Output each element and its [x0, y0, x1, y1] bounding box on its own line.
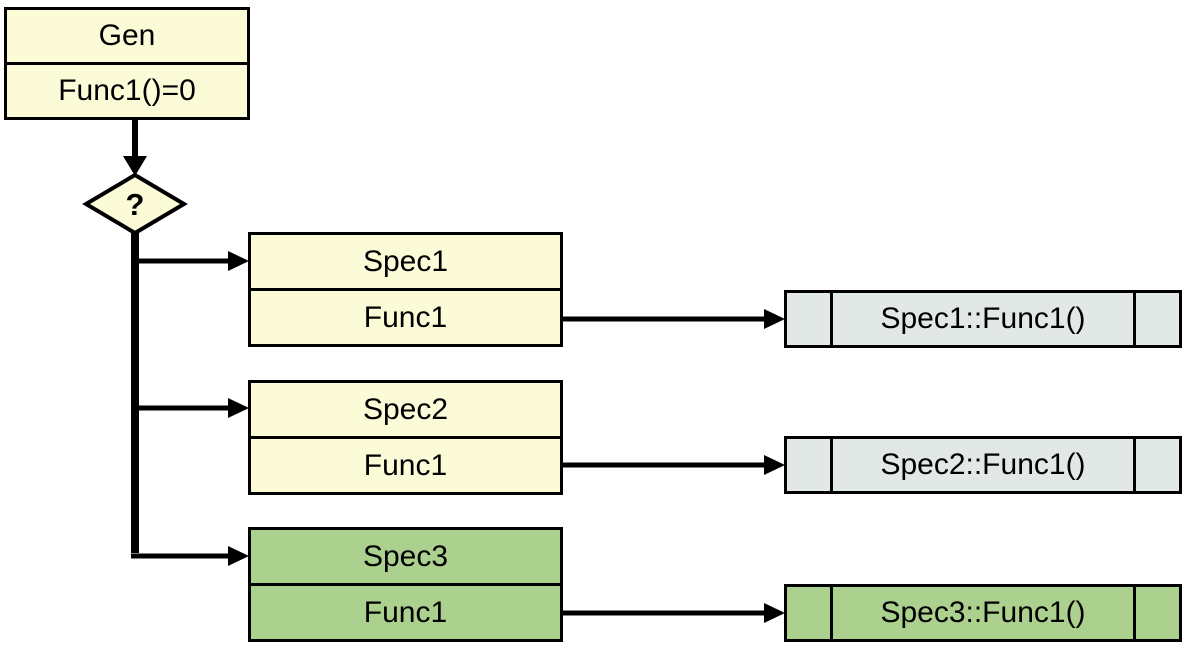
spec3-class-box: Spec3 Func1: [248, 527, 563, 642]
spec3-func-to-vtable-arrowhead-icon: [764, 603, 785, 623]
gen-class-name: Gen: [98, 19, 156, 52]
spec1-class-method: Func1: [251, 288, 560, 344]
gen-to-decision-arrowhead-icon: [123, 156, 147, 176]
spec2-class-name: Spec2: [362, 392, 449, 426]
decision-label: ?: [125, 187, 145, 222]
branch-spec2-arrowhead-icon: [228, 398, 249, 418]
vtable-left-cell: [787, 439, 830, 491]
spec3-vtable-entry: Spec3::Func1(): [830, 587, 1136, 639]
spec3-vtable-bar: Spec3::Func1(): [784, 584, 1182, 642]
spec1-vtable-bar: Spec1::Func1(): [784, 290, 1182, 348]
vtable-right-cell: [1136, 439, 1179, 491]
spec2-vtable-bar: Spec2::Func1(): [784, 436, 1182, 494]
spec2-func-to-vtable-arrowhead-icon: [764, 455, 785, 475]
vtable-left-cell: [787, 587, 830, 639]
spec2-class-box: Spec2 Func1: [248, 380, 563, 495]
spec2-vtable-entry: Spec2::Func1(): [830, 439, 1136, 491]
spec1-class-box: Spec1 Func1: [248, 232, 563, 347]
vtable-right-cell: [1136, 587, 1179, 639]
spec1-func-to-vtable-arrowhead-icon: [764, 309, 785, 329]
spec1-class-name: Spec1: [362, 244, 449, 278]
spec3-class-name: Spec3: [362, 539, 449, 573]
branch-spec3-arrowhead-icon: [228, 546, 249, 566]
spec2-class-method: Func1: [251, 436, 560, 492]
spec3-class-method: Func1: [251, 583, 560, 639]
vtable-left-cell: [787, 293, 830, 345]
branch-spec1-arrowhead-icon: [228, 251, 249, 271]
vtable-right-cell: [1136, 293, 1179, 345]
gen-class-method: Func1()=0: [7, 62, 247, 117]
spec1-vtable-entry: Spec1::Func1(): [830, 293, 1136, 345]
gen-class-box: Gen Func1()=0: [4, 7, 250, 120]
